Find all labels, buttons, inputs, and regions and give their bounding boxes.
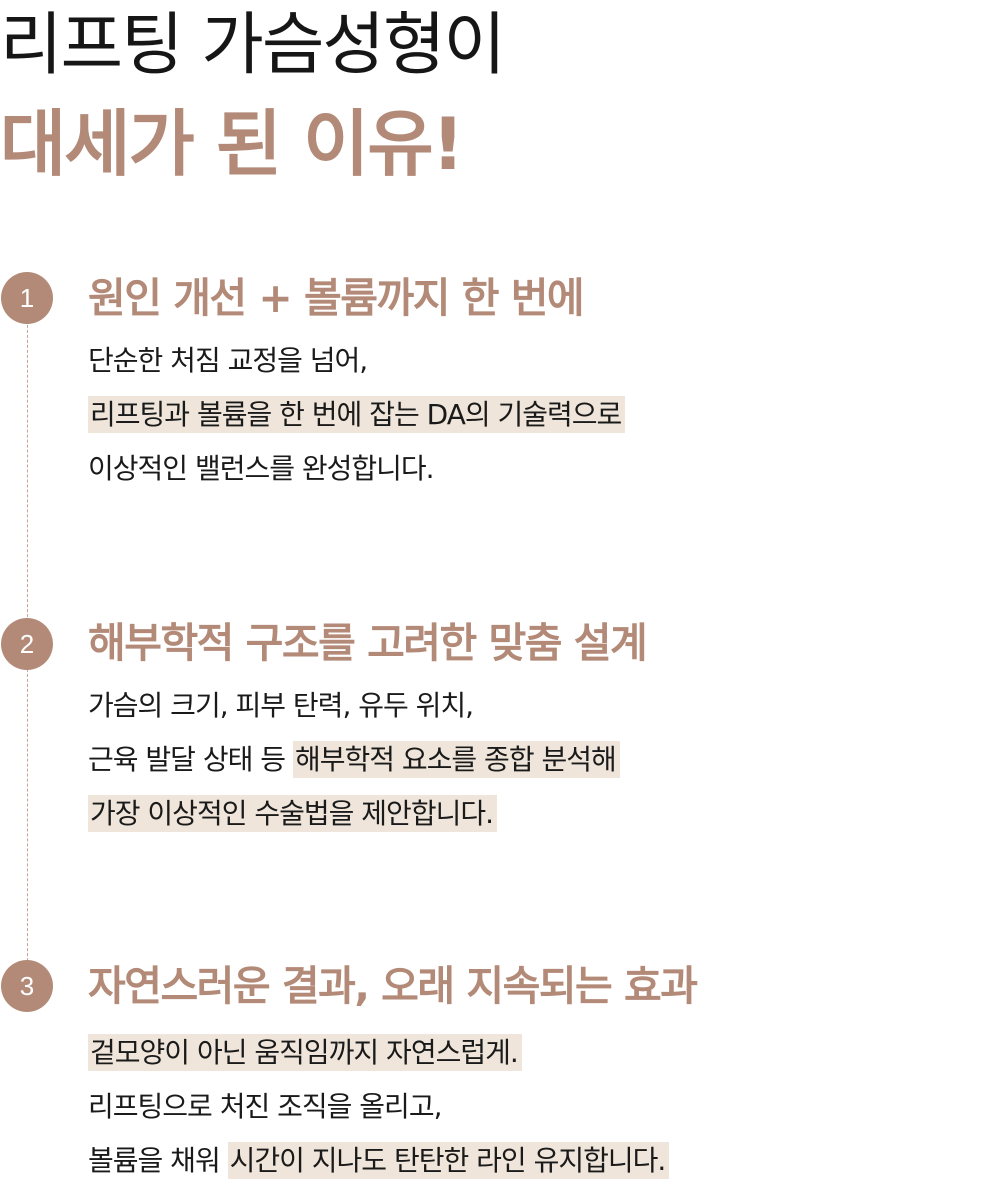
step-description: 겉모양이 아닌 움직임까지 자연스럽게. 리프팅으로 처진 조직을 올리고, 볼… (88, 1026, 670, 1188)
step-title: 원인 개선 + 볼륨까지 한 번에 (88, 274, 585, 322)
description-line: 근육 발달 상태 등 해부학적 요소를 종합 분석해 (88, 733, 620, 787)
step-description: 단순한 처짐 교정을 넘어, 리프팅과 볼륨을 한 번에 잡는 DA의 기술력으… (88, 334, 626, 496)
highlighted-text: 해부학적 요소를 종합 분석해 (292, 741, 620, 778)
description-line: 볼륨을 채워 시간이 지나도 탄탄한 라인 유지합니다. (88, 1134, 670, 1188)
title-line-1: 리프팅 가슴성형이 (0, 6, 506, 85)
description-line: 이상적인 밸런스를 완성합니다. (88, 452, 435, 485)
highlighted-text: 리프팅과 볼륨을 한 번에 잡는 DA의 기술력으로 (88, 396, 626, 433)
highlighted-text: 겉모양이 아닌 움직임까지 자연스럽게. (88, 1034, 522, 1071)
description-line: 가슴의 크기, 피부 탄력, 유두 위치, (88, 689, 474, 722)
description-line: 리프팅과 볼륨을 한 번에 잡는 DA의 기술력으로 (88, 388, 626, 442)
description-line: 리프팅으로 처진 조직을 올리고, (88, 1090, 442, 1123)
step-number-badge: 2 (1, 618, 53, 670)
highlighted-text: 시간이 지나도 탄탄한 라인 유지합니다. (227, 1142, 670, 1179)
title-line-2: 대세가 된 이유! (0, 102, 464, 186)
step-title: 해부학적 구조를 고려한 맞춤 설계 (88, 619, 648, 667)
step-title: 자연스러운 결과, 오래 지속되는 효과 (88, 962, 698, 1010)
highlighted-text: 가장 이상적인 수술법을 제안합니다. (88, 795, 498, 832)
description-line: 단순한 처짐 교정을 넘어, (88, 344, 368, 377)
step-description: 가슴의 크기, 피부 탄력, 유두 위치, 근육 발달 상태 등 해부학적 요소… (88, 679, 620, 841)
description-line: 겉모양이 아닌 움직임까지 자연스럽게. (88, 1026, 669, 1080)
step-number-badge: 1 (1, 272, 53, 324)
description-line: 가장 이상적인 수술법을 제안합니다. (88, 787, 620, 841)
step-number-badge: 3 (1, 960, 53, 1012)
